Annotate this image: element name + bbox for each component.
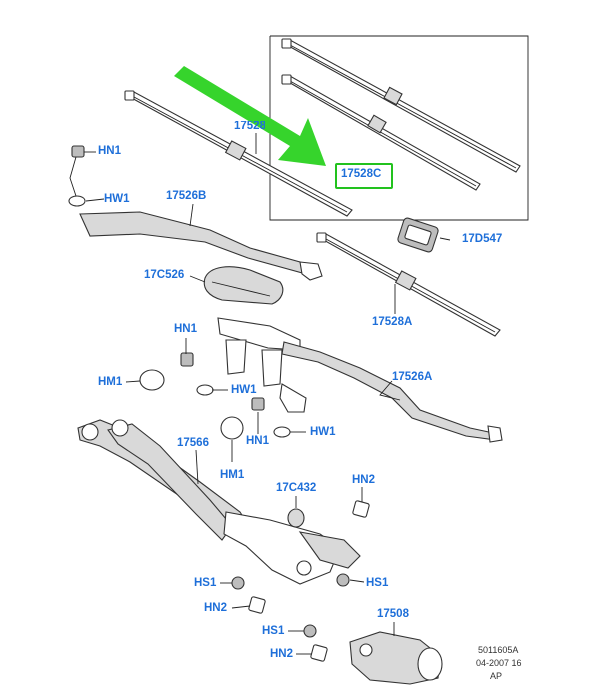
leader-lines: [69, 133, 451, 655]
callout-17c526: 17C526: [144, 269, 185, 281]
callout-hn2: HN2: [204, 602, 228, 614]
green-pointer-arrow: [174, 66, 326, 166]
callout-17c432: 17C432: [276, 482, 317, 494]
washer-hw1-a: [68, 195, 86, 207]
wiper-blade-17528: [124, 90, 353, 217]
washer-hw1-c: [273, 426, 291, 438]
reference-date: 04-2007 16: [476, 658, 522, 668]
wiper-arm-17526a: [217, 317, 503, 443]
callout-hs1: HS1: [262, 625, 285, 637]
nut-hn1-c: [251, 397, 265, 411]
wiper-motor-17508: [349, 631, 443, 685]
callout-hw1: HW1: [104, 193, 130, 205]
cowl-cover-17c526: [203, 266, 284, 305]
callout-hn2: HN2: [270, 648, 294, 660]
callout-17528c: 17528C: [341, 168, 382, 180]
highlight-box-17528c: [335, 163, 393, 189]
callout-hn2: HN2: [352, 474, 376, 486]
grommet-hm1-a: [139, 369, 165, 391]
screw-hs1-b: [336, 573, 350, 587]
wiper-linkage-17566: [77, 419, 361, 585]
callout-17526a: 17526A: [392, 371, 433, 383]
callout-17d547: 17D547: [462, 233, 503, 245]
nut-hn2-b: [248, 596, 266, 614]
inset-wiper-blade-upper: [281, 38, 521, 173]
wiper-blade-17528a: [316, 232, 501, 337]
nut-hn2-c: [310, 644, 328, 662]
inset-frame: [269, 35, 529, 221]
grommet-17c432: [287, 508, 305, 528]
callout-hs1: HS1: [194, 577, 217, 589]
callout-hm1: HM1: [220, 469, 245, 481]
callout-hw1: HW1: [310, 426, 336, 438]
washer-hw1-b: [196, 384, 214, 396]
grommet-hm1-b: [220, 416, 244, 440]
callout-17526b: 17526B: [166, 190, 207, 202]
callout-hm1: HM1: [98, 376, 123, 388]
nut-hn1-a: [71, 145, 85, 158]
reference-code: AP: [490, 671, 503, 681]
callout-hn1: HN1: [246, 435, 270, 447]
nut-hn1-b: [180, 352, 194, 367]
callout-hs1: HS1: [366, 577, 389, 589]
callout-hn1: HN1: [98, 145, 122, 157]
screw-hs1-a: [231, 576, 245, 590]
callout-17528: 17528: [234, 121, 265, 132]
connector-17d547: [397, 217, 439, 253]
callout-17508: 17508: [377, 608, 409, 620]
callout-hn1: HN1: [174, 323, 198, 335]
callout-17566: 17566: [177, 437, 209, 449]
screw-hs1-c: [303, 624, 317, 638]
nut-hn2-a: [352, 500, 370, 518]
reference-number: 5011605A: [478, 645, 519, 655]
wiper-arm-17526b: [79, 211, 323, 281]
callout-17528a: 17528A: [372, 316, 413, 328]
callout-hw1: HW1: [231, 384, 257, 396]
inset-wiper-blade-lower: [281, 74, 481, 191]
